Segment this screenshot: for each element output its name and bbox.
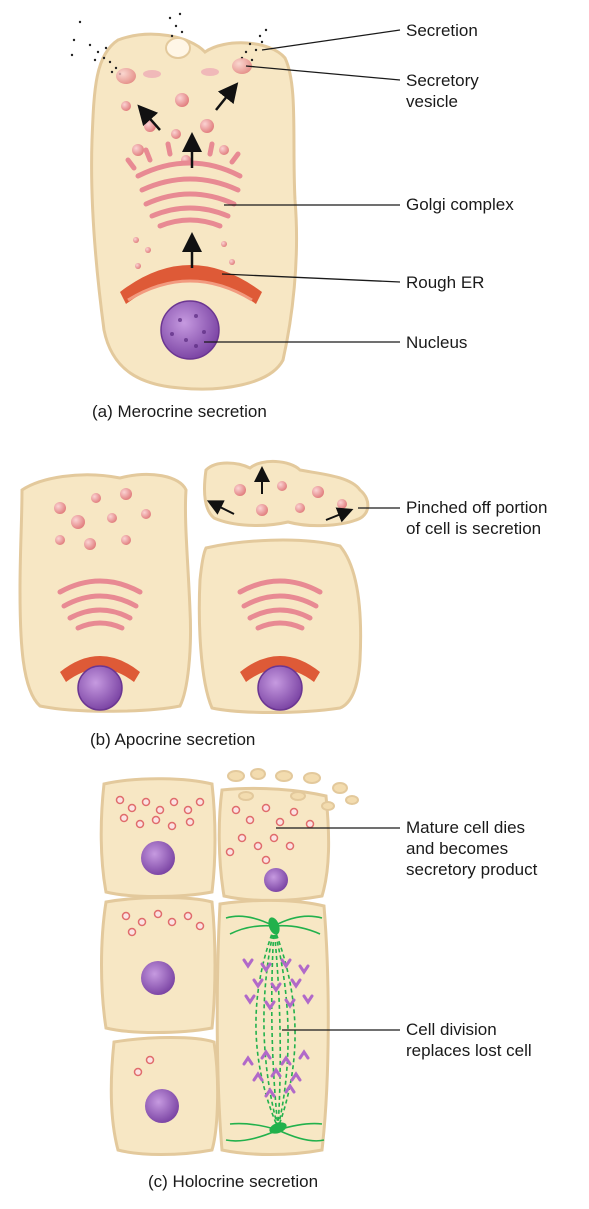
apocrine-left-nucleus: [78, 666, 122, 710]
caption-holocrine: (c) Holocrine secretion: [148, 1172, 318, 1192]
merocrine-nucleus: [161, 301, 219, 359]
apocrine-right-nucleus: [258, 666, 302, 710]
label-mature-cell-line3: secretory product: [406, 859, 537, 880]
label-pinched-off-line1: Pinched off portion: [406, 497, 547, 518]
apocrine-group: [20, 461, 400, 712]
label-mature-cell-line1: Mature cell dies: [406, 817, 537, 838]
label-secretion: Secretion: [406, 20, 478, 41]
label-nucleus: Nucleus: [406, 332, 467, 353]
merocrine-cell-group: [71, 13, 400, 389]
label-secretory-vesicle-line1: Secretory: [406, 70, 479, 91]
label-secretory-vesicle-line2: vesicle: [406, 91, 479, 112]
caption-apocrine: (b) Apocrine secretion: [90, 730, 255, 750]
label-mature-cell: Mature cell dies and becomes secretory p…: [406, 817, 537, 880]
label-cell-division-line1: Cell division: [406, 1019, 532, 1040]
label-pinched-off-line2: of cell is secretion: [406, 518, 547, 539]
holocrine-nucleus-3: [141, 961, 175, 995]
label-golgi-complex: Golgi complex: [406, 194, 514, 215]
label-pinched-off: Pinched off portion of cell is secretion: [406, 497, 547, 539]
label-mature-cell-line2: and becomes: [406, 838, 537, 859]
holocrine-nucleus-1: [141, 841, 175, 875]
pinched-off-portion: [204, 461, 367, 525]
label-rough-er: Rough ER: [406, 272, 484, 293]
holocrine-group: [101, 769, 400, 1155]
label-secretory-vesicle: Secretory vesicle: [406, 70, 479, 112]
label-cell-division-line2: replaces lost cell: [406, 1040, 532, 1061]
holocrine-nucleus-2: [264, 868, 288, 892]
label-cell-division: Cell division replaces lost cell: [406, 1019, 532, 1061]
caption-merocrine: (a) Merocrine secretion: [92, 402, 267, 422]
holocrine-nucleus-4: [145, 1089, 179, 1123]
